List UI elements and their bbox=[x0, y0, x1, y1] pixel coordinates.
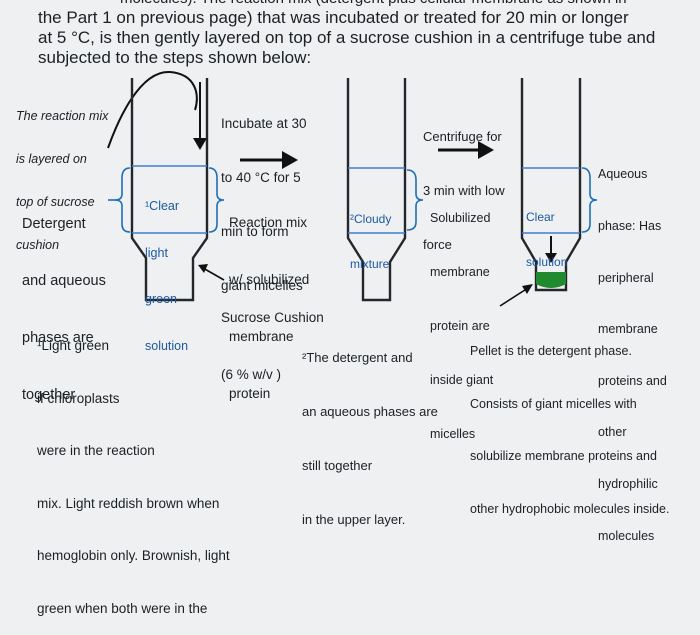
detergent-line-1: Detergent bbox=[22, 216, 86, 232]
pellet-description: Pellet is the detergent phase. Consists … bbox=[470, 308, 669, 536]
layering-note: The reaction mix is layered on top of su… bbox=[16, 80, 108, 267]
tube2-label-line-2: mixture bbox=[350, 257, 390, 271]
tube3-label-line-1: Clear bbox=[526, 210, 555, 224]
solubilized-line-3: protein are bbox=[430, 319, 490, 333]
footnote1-line-4: mix. Light reddish brown when bbox=[37, 495, 220, 511]
incubate-line-2: to 40 °C for 5 bbox=[221, 170, 301, 185]
aqueous-line-2: phase: Has bbox=[598, 219, 662, 234]
solubilized-line-1: Solubilized bbox=[430, 211, 491, 225]
sucrose-cushion-label: Sucrose Cushion (6 % w/v ) bbox=[221, 270, 324, 403]
tube3-right-bracket bbox=[581, 167, 598, 233]
footnote2-line-1: ²The detergent and bbox=[302, 350, 413, 365]
tube1-label-line-1: ¹Clear bbox=[145, 199, 180, 213]
aqueous-line-4: membrane bbox=[598, 322, 658, 337]
tube1-label-line-2: light bbox=[145, 245, 168, 260]
detergent-line-2: and aqueous bbox=[22, 273, 106, 289]
incubate-step: Incubate at 30 to 40 °C for 5 min to for… bbox=[221, 79, 307, 313]
tube3-down-arrow-head bbox=[545, 253, 557, 263]
pellet-line-2: Consists of giant micelles with bbox=[470, 396, 637, 411]
centrifuge-tube-1 bbox=[130, 78, 209, 302]
centrifuge-line-3: force bbox=[423, 237, 452, 252]
tube1-label-line-4: solution bbox=[145, 338, 189, 353]
centrifuge-line-2: 3 min with low bbox=[423, 183, 505, 198]
footnote1-line-5: hemoglobin only. Brownish, light bbox=[37, 548, 230, 563]
tube2-right-bracket bbox=[406, 169, 424, 231]
tube2-label-line-1: ²Cloudy bbox=[350, 212, 392, 226]
intro-top-fragment: molecules). The reaction mix (detergent … bbox=[120, 0, 627, 9]
right-arrow-1-head bbox=[282, 151, 298, 169]
pellet-line-3: solubilize membrane proteins and bbox=[470, 449, 657, 463]
down-arrow-head bbox=[193, 138, 207, 150]
detergent-line-4: together bbox=[22, 387, 76, 403]
reaction-mix-line-2: w/ solubilized bbox=[229, 272, 310, 287]
tube1-right-bracket bbox=[208, 167, 225, 233]
tube3-label-line-2: solution bbox=[526, 255, 568, 269]
tube1-label-line-3: green bbox=[145, 292, 177, 306]
centrifuge-tube-3 bbox=[520, 78, 582, 292]
centrifuge-step: Centrifuge for 3 min with low force bbox=[423, 92, 505, 272]
footnote1-line-6: green when both were in the bbox=[37, 600, 208, 616]
pellet-pointer-head bbox=[522, 284, 533, 294]
centrifuge-line-1: Centrifuge for bbox=[423, 129, 502, 144]
reaction-mix-label: Reaction mix w/ solubilized membrane pro… bbox=[229, 175, 309, 422]
aqueous-line-1: Aqueous bbox=[598, 167, 648, 182]
intro-line-1: the Part 1 on previous page) that was in… bbox=[38, 8, 629, 27]
pellet-pointer-shaft bbox=[499, 287, 529, 307]
sucrose-pointer-shaft bbox=[202, 267, 225, 281]
right-arrow-2-head bbox=[478, 141, 494, 159]
pellet-line-4: other hydrophobic molecules inside. bbox=[470, 501, 670, 516]
aqueous-line-5: proteins and bbox=[598, 373, 667, 388]
incubate-line-3: min to form bbox=[221, 224, 289, 239]
footnote2-line-4: in the upper layer. bbox=[302, 512, 406, 527]
layering-note-line-2: is layered on bbox=[16, 151, 87, 166]
diagram-graphics bbox=[107, 70, 598, 307]
layering-note-line-4: cushion bbox=[16, 238, 60, 253]
tube1-left-bracket bbox=[114, 167, 131, 233]
footnote2-line-2: an aqueous phases are bbox=[302, 404, 438, 419]
tube1-solution-label: ¹Clear light green solution bbox=[145, 168, 188, 370]
tube3-solution-label: Clear solution bbox=[526, 180, 567, 285]
sucrose-line-1: Sucrose Cushion bbox=[221, 310, 324, 325]
incubate-line-4: giant micelles bbox=[221, 278, 303, 293]
reaction-mix-line-4: protein bbox=[229, 386, 271, 401]
aqueous-line-3: peripheral bbox=[598, 270, 654, 285]
incubate-line-1: Incubate at 30 bbox=[221, 116, 307, 131]
tube2-mixture-label: ²Cloudy mixture bbox=[350, 182, 391, 287]
solubilized-line-2: membrane bbox=[430, 265, 490, 279]
intro-line-3: subjected to the steps shown below: bbox=[38, 48, 312, 67]
footnote1-line-2: if chloroplasts bbox=[37, 390, 120, 406]
intro-line-2: at 5 °C, is then gently layered on top o… bbox=[38, 28, 656, 47]
footnote-1: ¹Light green if chloroplasts were in the… bbox=[37, 302, 230, 635]
footnote2-line-3: still together bbox=[302, 458, 373, 473]
solubilized-line-4: inside giant bbox=[430, 373, 494, 387]
layering-note-line-1: The reaction mix bbox=[16, 108, 109, 123]
detergent-aqueous-label: Detergent and aqueous phases are togethe… bbox=[22, 177, 106, 424]
layering-curve-arrow bbox=[107, 70, 198, 149]
sucrose-pointer-head bbox=[198, 264, 208, 273]
detergent-line-3: phases are bbox=[22, 330, 94, 346]
green-pellet bbox=[536, 272, 566, 288]
centrifuge-tube-2 bbox=[346, 78, 407, 302]
footnote1-line-1: ¹Light green bbox=[37, 338, 110, 353]
layering-note-line-3: top of sucrose bbox=[16, 195, 95, 209]
footnote1-line-3: were in the reaction bbox=[37, 443, 155, 458]
pellet-line-1: Pellet is the detergent phase. bbox=[470, 344, 632, 358]
sucrose-line-2: (6 % w/v ) bbox=[221, 367, 282, 382]
reaction-mix-line-1: Reaction mix bbox=[229, 215, 308, 230]
footnote-2: ²The detergent and an aqueous phases are… bbox=[302, 313, 438, 547]
reaction-mix-line-3: membrane bbox=[229, 329, 294, 344]
